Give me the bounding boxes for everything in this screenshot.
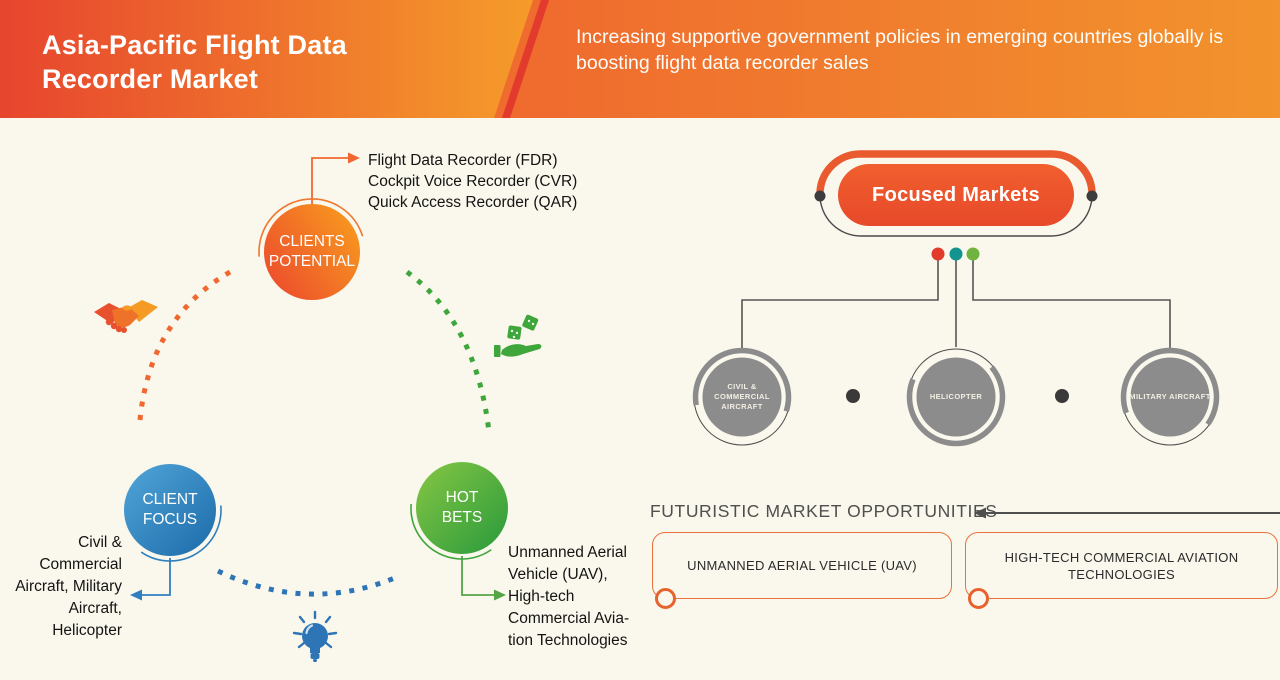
segment-military-aircraft: MILITARY AIRCRAFT (1120, 347, 1220, 447)
branch-line-right (972, 260, 1171, 348)
dotted-arc-green (405, 269, 492, 433)
focused-markets-group: Focused Markets (810, 144, 1102, 248)
hot-bets-bubble: HOT BETS (410, 456, 514, 560)
separator-dot-2 (1055, 389, 1069, 403)
dotted-arc-orange (137, 269, 232, 421)
futuristic-knob-2 (968, 588, 989, 609)
focus-connector-line (142, 558, 171, 596)
segment-label: CIVIL & COMMERCIAL AIRCRAFT (714, 382, 770, 411)
hot-bets-label: HOT BETS (441, 489, 483, 526)
clients-potential-items: Flight Data Recorder (FDR) Cockpit Voice… (368, 152, 578, 211)
futuristic-box-label: UNMANNED AERIAL VEHICLE (UAV) (687, 558, 917, 573)
focus-connector-arrow (130, 589, 142, 601)
segment-civil-commercial-aircraft: CIVIL & COMMERCIAL AIRCRAFT (692, 347, 792, 447)
segment-circle-graphic (692, 347, 792, 447)
hotbets-connector-line (461, 556, 494, 596)
segment-label: MILITARY AIRCRAFT (1129, 392, 1211, 401)
teal-dot (949, 247, 963, 261)
page-title: Asia-Pacific Flight Data Recorder Market (42, 30, 347, 94)
clients-connector-line (311, 157, 348, 206)
header-left-gradient (0, 0, 533, 118)
green-dot (966, 247, 980, 261)
segment-circle-graphic (1120, 347, 1220, 447)
clients-potential-label: CLIENTS POTENTIAL (268, 233, 356, 270)
branch-line-left (741, 260, 939, 348)
hotbets-connector-arrow (494, 589, 506, 601)
focused-markets-frame (814, 150, 1098, 237)
client-focus-label: CLIENT FOCUS (142, 491, 198, 528)
client-focus-description: Civil & Commercial Aircraft, Military Ai… (15, 534, 122, 639)
futuristic-knob-1 (655, 588, 676, 609)
client-focus-bubble: CLIENT FOCUS (118, 458, 222, 562)
dice-hand-icon (494, 314, 542, 357)
handshake-icon (94, 300, 158, 333)
segment-circle-graphic (906, 347, 1006, 447)
futuristic-box-uav: UNMANNED AERIAL VEHICLE (UAV) (652, 532, 952, 599)
futuristic-heading: FUTURISTIC MARKET OPPORTUNITIES (650, 501, 998, 521)
clients-connector-arrow (348, 152, 360, 164)
separator-dot-1 (846, 389, 860, 403)
hot-bets-description: Unmanned Aerial Vehicle (UAV), High-tech… (508, 544, 630, 649)
header-banner: Asia-Pacific Flight Data Recorder Market… (0, 0, 1280, 118)
clients-potential-bubble: CLIENTS POTENTIAL (258, 198, 366, 306)
segment-label: HELICOPTER (929, 392, 983, 401)
page-subtitle: Increasing supportive government policie… (576, 26, 1224, 74)
futuristic-box-label: HIGH-TECH COMMERCIAL AVIATION TECHNOLOGI… (1004, 549, 1239, 582)
futuristic-box-hightech: HIGH-TECH COMMERCIAL AVIATION TECHNOLOGI… (965, 532, 1278, 599)
dotted-arc-blue (216, 568, 398, 597)
lightbulb-icon (292, 610, 338, 662)
focused-markets-label: Focused Markets (872, 183, 1040, 206)
segment-helicopter: HELICOPTER (906, 347, 1006, 447)
red-dot (931, 247, 945, 261)
